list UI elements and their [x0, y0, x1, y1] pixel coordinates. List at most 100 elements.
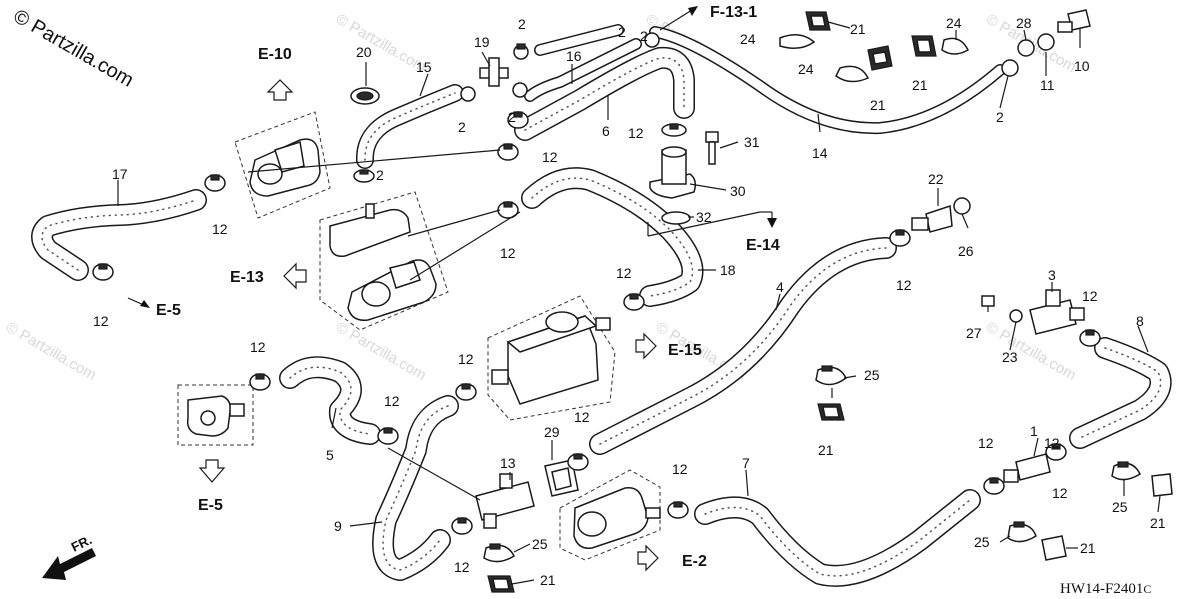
- clamp-12: [455, 383, 477, 401]
- assembly-box-e13: [319, 191, 449, 331]
- clamp-12: [983, 477, 1005, 495]
- hose-9: [372, 395, 459, 581]
- arrow-f131: [659, 6, 698, 31]
- callout-12: 12: [212, 221, 228, 237]
- clip-2: [353, 169, 375, 183]
- hose-18: [521, 167, 704, 307]
- clip-21: [911, 35, 937, 57]
- callout-4: 4: [776, 279, 784, 295]
- callout-19: 19: [474, 34, 490, 50]
- arrow-e14: [767, 212, 777, 228]
- hose-17: [31, 189, 207, 281]
- ref-e2: E-2: [682, 553, 707, 570]
- callout-27: 27: [966, 325, 982, 341]
- washer-23: [1009, 309, 1023, 323]
- callout-12: 12: [628, 125, 644, 141]
- arrow-up-e10: [266, 79, 294, 101]
- callout-12: 12: [1082, 288, 1098, 304]
- callout-24: 24: [798, 61, 814, 77]
- callout-numbers: 17 12 12 20 15 19 2 2 16 2 2 6 12 2 12 3…: [93, 15, 1166, 588]
- callout-26: 26: [958, 243, 974, 259]
- ref-e5-bottom: E-5: [198, 497, 223, 514]
- ring-2-right: [1001, 59, 1019, 77]
- gasket-29: [544, 459, 579, 497]
- callout-2: 2: [996, 109, 1004, 125]
- clamp-12: [567, 453, 589, 471]
- callout-2: 2: [458, 119, 466, 135]
- fitting-1: [1003, 453, 1051, 483]
- watermark-text: © Partzilla.com: [333, 11, 429, 76]
- callout-32: 32: [696, 209, 712, 225]
- leader-lines: [117, 21, 1161, 585]
- ref-e13: E-13: [230, 269, 264, 286]
- assembly-outlines: [177, 111, 661, 561]
- callout-12: 12: [1044, 435, 1060, 451]
- callout-8: 8: [1136, 313, 1144, 329]
- callout-28: 28: [1016, 15, 1032, 31]
- arrow-left-e13: [283, 262, 307, 290]
- valve-e10: [249, 138, 321, 197]
- valve-e13: [329, 203, 437, 321]
- callout-12: 12: [1052, 485, 1068, 501]
- clip-25: [1007, 521, 1037, 543]
- callout-25: 25: [974, 534, 990, 550]
- callout-18: 18: [720, 262, 736, 278]
- clip-21: [1151, 473, 1173, 497]
- callout-15: 15: [416, 59, 432, 75]
- callout-21: 21: [540, 572, 556, 588]
- seal-11: [1037, 33, 1055, 51]
- hose-7: [694, 489, 981, 587]
- callout-10: 10: [1074, 58, 1090, 74]
- clip-2: [460, 86, 476, 102]
- callout-2: 2: [508, 109, 516, 125]
- clamp-12: [1079, 329, 1101, 347]
- arrow-down-e5: [198, 459, 226, 483]
- clip-21: [867, 45, 893, 71]
- clip-21: [805, 11, 831, 31]
- bolt-10: [1057, 9, 1091, 33]
- clamp-12: [507, 111, 529, 129]
- clip-25: [1111, 461, 1141, 481]
- callout-24: 24: [946, 15, 962, 31]
- arrow-right-e2: [637, 544, 659, 572]
- callout-13: 13: [500, 455, 516, 471]
- callout-1: 1: [1030, 423, 1038, 439]
- washer-32: [661, 211, 691, 225]
- reference-arrows: FR.: [42, 6, 777, 580]
- callout-21: 21: [818, 442, 834, 458]
- front-arrow: FR.: [42, 532, 96, 580]
- callout-11: 11: [1040, 77, 1055, 93]
- seal-28: [1017, 39, 1035, 57]
- hose-5: [279, 356, 381, 445]
- ref-e14: E-14: [746, 237, 780, 254]
- callout-2: 2: [640, 28, 648, 44]
- clamp-12: [623, 293, 645, 311]
- clip-2: [644, 32, 660, 48]
- ref-e5-top: E-5: [156, 302, 181, 319]
- assembly-box-e2: [559, 469, 661, 561]
- clip-20: [350, 87, 380, 105]
- hose-small-top: [534, 24, 624, 56]
- callout-16: 16: [566, 48, 582, 64]
- bolt-31: [705, 131, 719, 165]
- washer-26: [953, 197, 971, 215]
- fitting-22: [911, 204, 953, 233]
- hose-8: [1069, 337, 1172, 449]
- clamp-12: [249, 373, 271, 391]
- callout-25: 25: [864, 367, 880, 383]
- clamp-12: [1045, 443, 1067, 461]
- callout-12: 12: [672, 461, 688, 477]
- clamp-12: [667, 501, 689, 519]
- callout-2: 2: [618, 24, 626, 40]
- callout-12: 12: [542, 149, 558, 165]
- clip-25: [483, 543, 515, 563]
- clamp-12: [889, 229, 911, 247]
- clip-21: [817, 403, 845, 421]
- housing-30: [649, 146, 697, 199]
- clip-21: [1041, 535, 1067, 561]
- callout-21: 21: [1080, 540, 1096, 556]
- callout-31: 31: [744, 134, 760, 150]
- callout-12: 12: [500, 245, 516, 261]
- clips: [350, 11, 1173, 593]
